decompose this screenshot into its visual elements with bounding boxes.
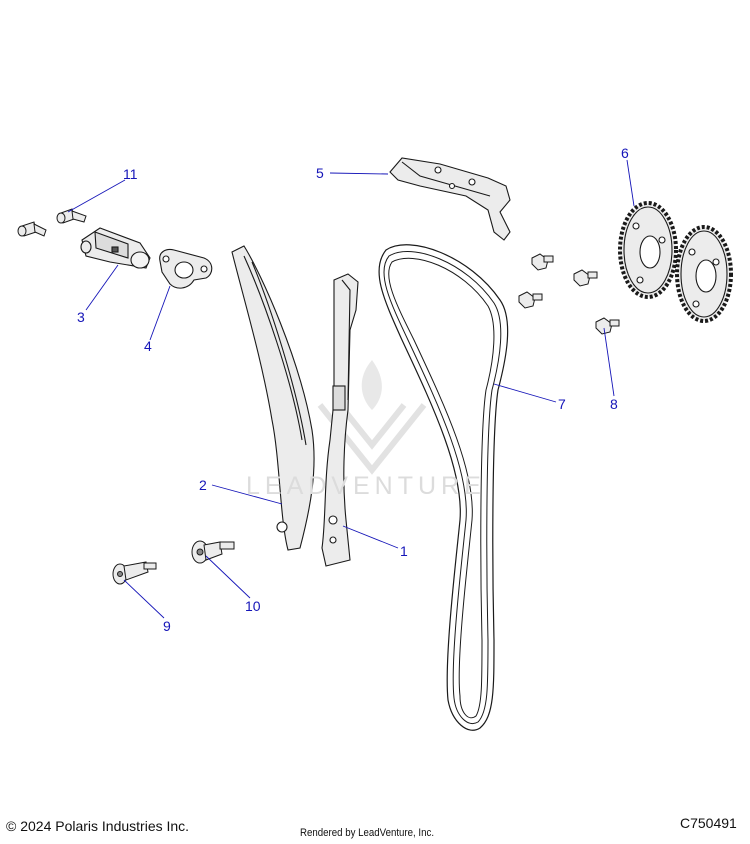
leader-line-5 xyxy=(329,172,389,175)
upper-chain-guide-part-5 xyxy=(389,157,511,241)
callout-5[interactable]: 5 xyxy=(316,165,324,181)
pivot-bolt-part-10 xyxy=(191,540,235,564)
callout-2[interactable]: 2 xyxy=(199,477,207,493)
rendered-by-text: Rendered by LeadVenture, Inc. xyxy=(300,827,435,839)
timing-chain-part-7 xyxy=(378,244,509,731)
pivot-bolt-part-9 xyxy=(112,561,157,585)
callout-11[interactable]: 11 xyxy=(123,166,138,182)
leader-line-9 xyxy=(123,579,165,619)
bolt-part-11b xyxy=(56,208,87,224)
callout-1[interactable]: 1 xyxy=(400,543,408,559)
watermark-text: LEADVENTURE xyxy=(246,472,486,500)
callout-8[interactable]: 8 xyxy=(610,396,618,412)
callout-10[interactable]: 10 xyxy=(245,598,261,614)
chain-guide-part-2 xyxy=(231,245,315,551)
chain-tensioner-part-3 xyxy=(80,227,151,269)
copyright-text: © 2024 Polaris Industries Inc. xyxy=(6,818,190,834)
diagram-code: C750491 xyxy=(680,815,737,831)
camshaft-sprocket-part-6b xyxy=(675,225,733,323)
leader-line-6 xyxy=(626,159,635,207)
leader-line-11 xyxy=(67,179,126,213)
camshaft-bolts xyxy=(518,253,620,335)
leader-line-2 xyxy=(211,484,283,505)
bolt-part-11a xyxy=(17,221,47,237)
callout-7[interactable]: 7 xyxy=(558,396,566,412)
leader-lines xyxy=(67,159,635,619)
leader-line-3 xyxy=(85,264,119,311)
camshaft-sprocket-part-6a xyxy=(618,201,678,299)
leader-line-10 xyxy=(205,555,251,599)
callout-4[interactable]: 4 xyxy=(144,338,152,354)
leader-line-7 xyxy=(493,383,557,403)
callout-6[interactable]: 6 xyxy=(621,145,629,161)
leader-line-8 xyxy=(603,327,615,397)
chain-guide-part-1 xyxy=(321,273,359,567)
gasket-part-4 xyxy=(159,248,213,289)
callout-9[interactable]: 9 xyxy=(163,618,171,634)
callout-3[interactable]: 3 xyxy=(77,309,85,325)
leader-line-1 xyxy=(342,525,399,549)
leader-line-4 xyxy=(149,285,171,341)
